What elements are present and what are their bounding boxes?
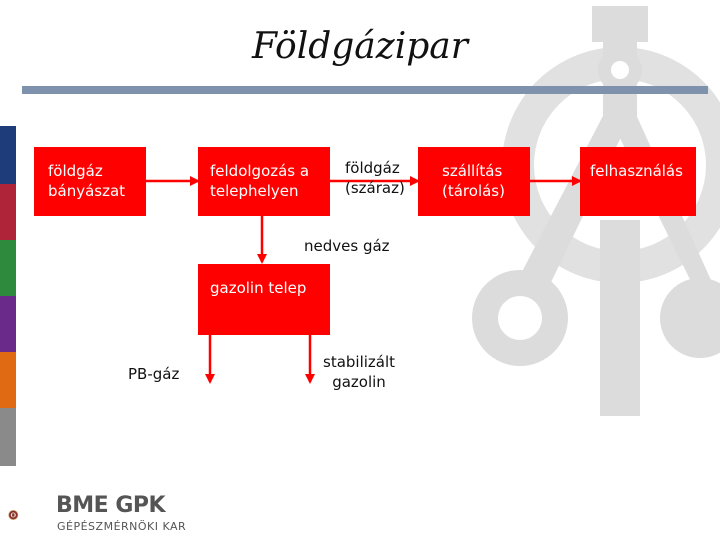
box-gasoline-plant-label: gazolin telep (210, 279, 307, 297)
side-strip-6 (0, 408, 16, 466)
title-underline-bar (22, 86, 708, 94)
label-wet-gas: nedves gáz (304, 237, 390, 255)
label-lpg: PB-gáz (128, 365, 180, 383)
side-strip-4 (0, 296, 16, 352)
side-strip-1 (0, 126, 16, 184)
box-processing-label: feldolgozás a telephelyen (210, 162, 310, 200)
box-transport-label: szállítás (tárolás) (442, 162, 505, 200)
box-mining-label: földgáz bányászat (48, 162, 126, 200)
university-seal-icon (8, 510, 19, 520)
box-processing: feldolgozás a telephelyen (198, 147, 330, 216)
footer-faculty: GÉPÉSZMÉRNÖKI KAR (57, 520, 187, 533)
box-gasoline-plant: gazolin telep (198, 264, 330, 335)
box-usage-label: felhasználás (590, 162, 683, 180)
page-title: Földgázipar (252, 26, 468, 67)
side-strip-2 (0, 184, 16, 240)
side-strip-3 (0, 240, 16, 296)
label-dry-gas: földgáz (száraz) (345, 159, 405, 197)
label-stabilized-gasoline: stabilizált gazolin (323, 353, 396, 391)
box-transport: szállítás (tárolás) (418, 147, 530, 216)
side-strip-5 (0, 352, 16, 408)
footer-brand: BME GPK (56, 493, 166, 518)
box-mining: földgáz bányászat (34, 147, 146, 216)
box-usage: felhasználás (580, 147, 696, 216)
